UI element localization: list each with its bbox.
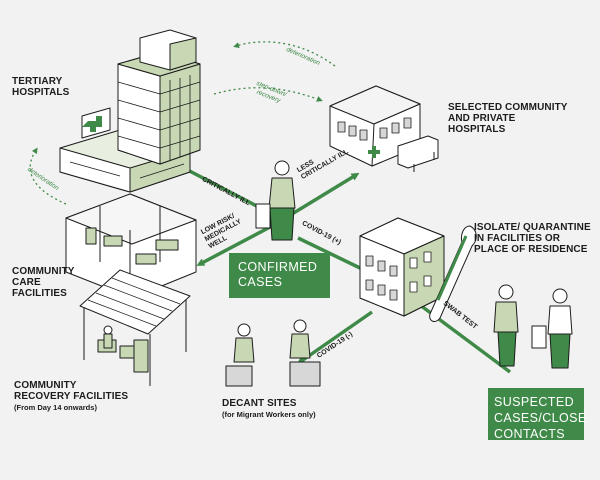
person-decant-1 [225, 323, 255, 387]
person-suspected-1 [493, 284, 519, 367]
suspected-cases-tag: SUSPECTED CASES/CLOSE CONTACTS [488, 388, 587, 441]
isolation-building-illustration [359, 217, 445, 317]
suspected-tag-line-1: SUSPECTED [494, 395, 575, 409]
arrow-less-critically-ill [291, 172, 360, 216]
swab-stick-illustration [429, 225, 477, 322]
community-recovery-illustration [79, 269, 191, 386]
suspected-tag-line-3: CONTACTS [494, 427, 566, 441]
suspected-tag-line-2: CASES/CLOSE [494, 411, 587, 425]
confirmed-tag-line-1: CONFIRMED [238, 260, 318, 274]
label-decant-sites: DECANT SITES [222, 398, 297, 409]
dotted-deterioration-top [233, 41, 336, 67]
label-community-care: COMMUNITY CARE FACILITIES [12, 266, 75, 299]
flow-arrows [176, 164, 512, 374]
dotted-deterioration-left [29, 147, 67, 205]
community-care-illustration [65, 193, 197, 299]
confirmed-tag-line-2: CASES [238, 275, 283, 289]
dotted-stepdown [213, 87, 323, 102]
label-community-recovery-sub: (From Day 14 onwards) [14, 403, 97, 412]
confirmed-cases-tag: CONFIRMED CASES [229, 253, 330, 298]
arrow-covid-negative [296, 310, 373, 365]
tertiary-hospital-illustration [59, 29, 201, 193]
dotted-arrows [29, 41, 336, 205]
person-confirmed-case [255, 160, 296, 241]
label-selected-hospitals: SELECTED COMMUNITY AND PRIVATE HOSPITALS [448, 102, 568, 135]
selected-hospital-illustration [329, 85, 439, 172]
person-suspected-2 [531, 288, 573, 369]
label-isolate-quarantine: ISOLATE/ QUARANTINE IN FACILITIES OR PLA… [474, 222, 591, 255]
person-decant-2 [289, 319, 321, 387]
label-community-recovery: COMMUNITY RECOVERY FACILITIES [14, 380, 129, 402]
label-decant-sites-sub: (for Migrant Workers only) [222, 410, 316, 419]
label-tertiary-hospitals: TERTIARY HOSPITALS [12, 76, 70, 98]
arrow-low-risk [196, 224, 273, 266]
